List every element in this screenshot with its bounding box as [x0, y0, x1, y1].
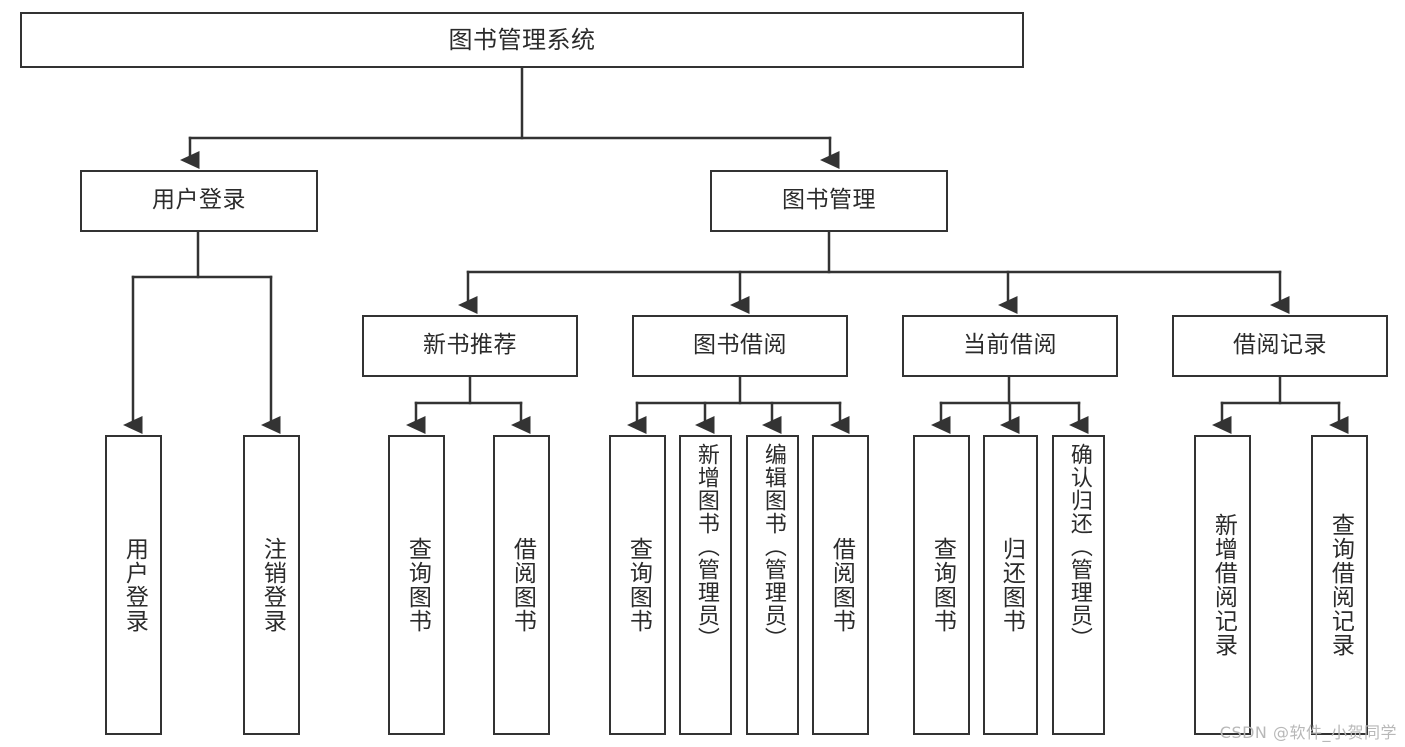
- node-label: 用户登录: [152, 187, 246, 214]
- node-label: 新书推荐: [423, 332, 517, 359]
- node-label: 查询图书: [929, 537, 956, 633]
- node-label: 图书借阅: [693, 332, 787, 359]
- node-label: 注销登录: [259, 537, 286, 633]
- node-label: 编辑图书（管理员）: [760, 443, 786, 650]
- node-label: 借阅图书: [509, 537, 536, 633]
- node-borrow-record[interactable]: 借阅记录: [1172, 315, 1388, 377]
- leaf-current-borrow-return-book[interactable]: 归还图书: [983, 435, 1038, 735]
- leaf-user-login-login[interactable]: 用户登录: [105, 435, 162, 735]
- node-label: 用户登录: [121, 537, 148, 633]
- node-label: 新增借阅记录: [1210, 513, 1237, 657]
- node-user-login[interactable]: 用户登录: [80, 170, 318, 232]
- node-label: 借阅记录: [1233, 332, 1327, 359]
- leaf-book-borrow-add-book-admin[interactable]: 新增图书（管理员）: [679, 435, 732, 735]
- node-label: 查询图书: [404, 537, 431, 633]
- leaf-current-borrow-query-book[interactable]: 查询图书: [913, 435, 970, 735]
- node-book-borrow[interactable]: 图书借阅: [632, 315, 848, 377]
- leaf-book-borrow-edit-book-admin[interactable]: 编辑图书（管理员）: [746, 435, 799, 735]
- leaf-book-borrow-borrow-book[interactable]: 借阅图书: [812, 435, 869, 735]
- node-label: 当前借阅: [963, 332, 1057, 359]
- leaf-current-borrow-confirm-return-admin[interactable]: 确认归还（管理员）: [1052, 435, 1105, 735]
- leaf-new-book-borrow-book[interactable]: 借阅图书: [493, 435, 550, 735]
- csdn-watermark: CSDN @软件_小贺同学: [1219, 723, 1397, 742]
- node-label: 图书管理系统: [448, 25, 596, 54]
- node-label: 归还图书: [998, 537, 1025, 633]
- node-label: 确认归还（管理员）: [1066, 443, 1092, 650]
- node-label: 图书管理: [782, 187, 876, 214]
- node-root-system[interactable]: 图书管理系统: [20, 12, 1024, 68]
- leaf-book-borrow-query-book[interactable]: 查询图书: [609, 435, 666, 735]
- leaf-new-book-query-book[interactable]: 查询图书: [388, 435, 445, 735]
- node-label: 查询借阅记录: [1327, 513, 1354, 657]
- node-current-borrow[interactable]: 当前借阅: [902, 315, 1118, 377]
- leaf-borrow-record-add-record[interactable]: 新增借阅记录: [1194, 435, 1251, 735]
- node-new-book-recommend[interactable]: 新书推荐: [362, 315, 578, 377]
- node-label: 借阅图书: [828, 537, 855, 633]
- node-label: 查询图书: [625, 537, 652, 633]
- node-label: 新增图书（管理员）: [693, 443, 719, 650]
- leaf-borrow-record-query-record[interactable]: 查询借阅记录: [1311, 435, 1368, 735]
- leaf-user-login-logout[interactable]: 注销登录: [243, 435, 300, 735]
- node-book-management[interactable]: 图书管理: [710, 170, 948, 232]
